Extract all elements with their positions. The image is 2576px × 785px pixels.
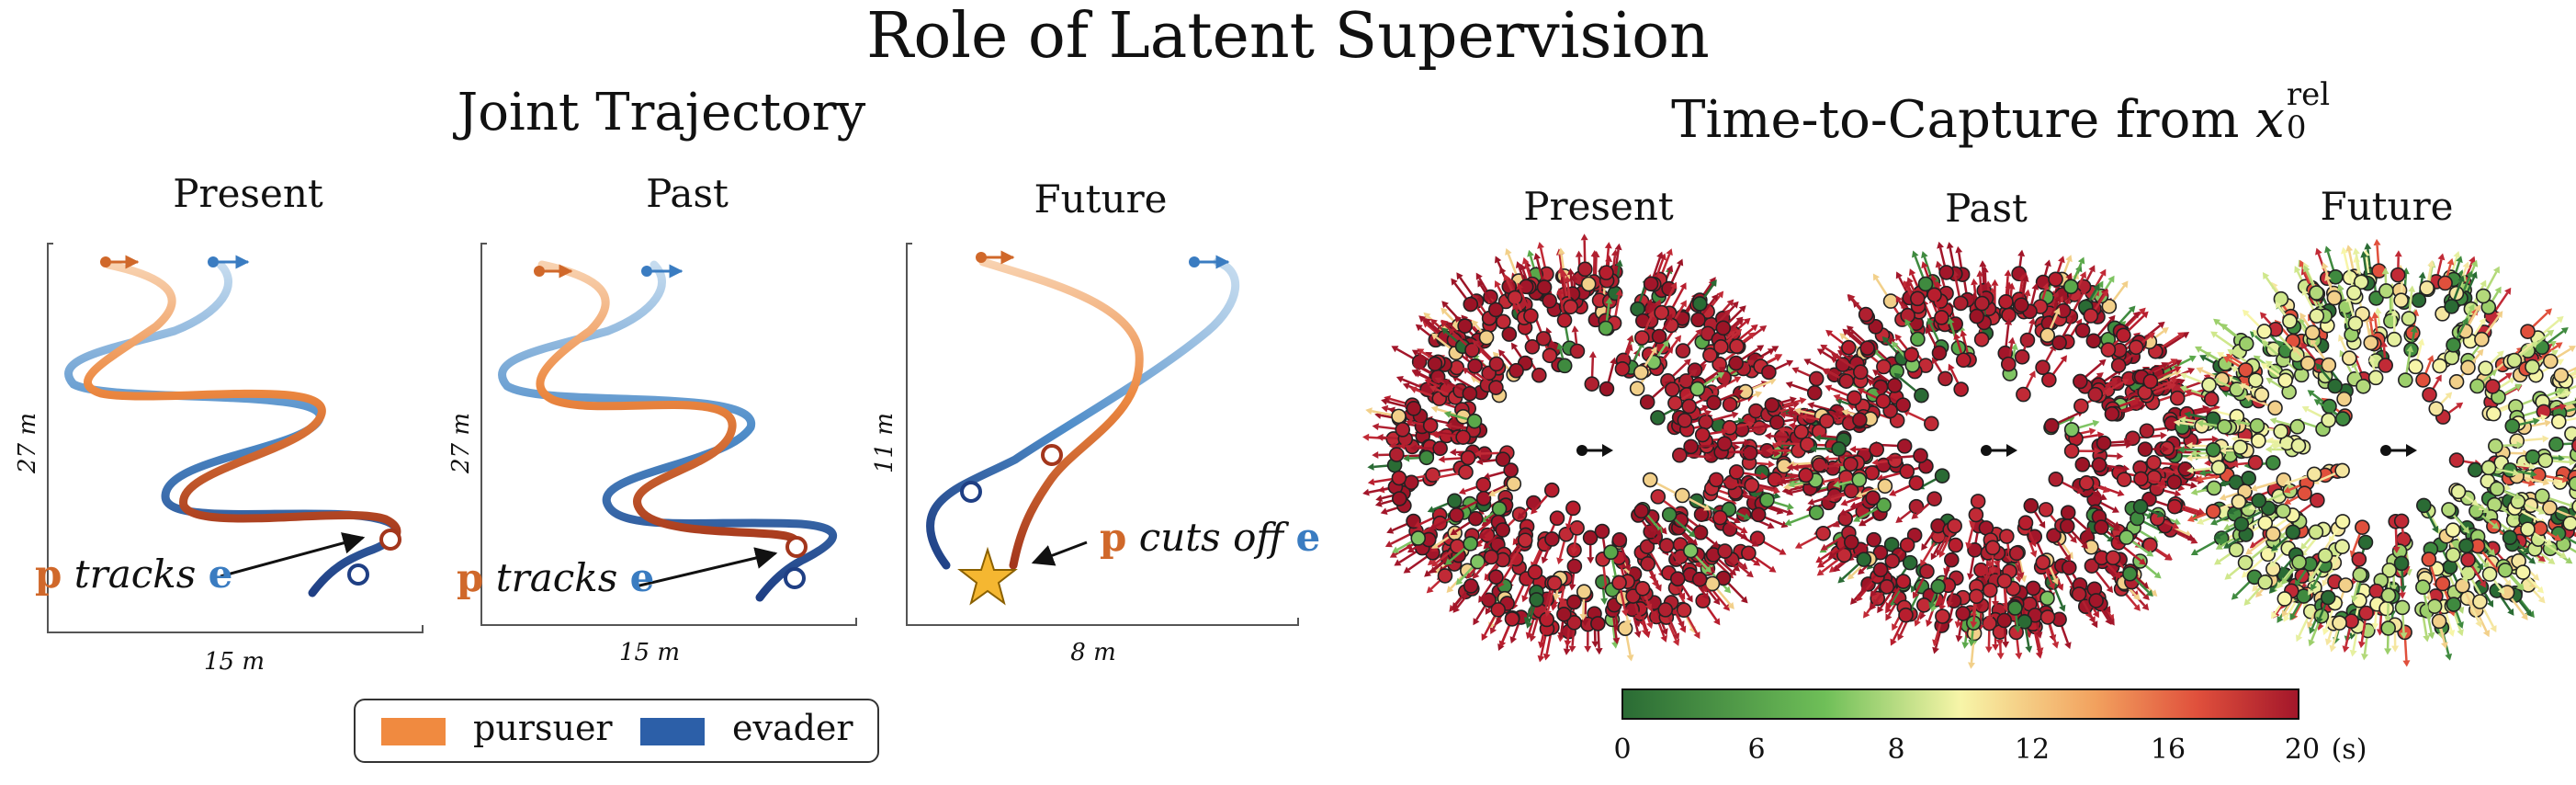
ttc-plot-present: [1361, 233, 1822, 663]
ttc-title-present: Present: [1523, 184, 1674, 229]
legend: pursuer evader: [354, 699, 879, 763]
annotation-past: p tracks e: [457, 555, 655, 600]
pursuer-legend-label: pursuer: [473, 708, 613, 748]
colorbar-tick-12: 12: [2014, 734, 2051, 766]
evader-path: [64, 260, 401, 597]
trajectory-panels: [47, 243, 1299, 633]
pursuer-swatch: [381, 718, 446, 745]
colorbar-tick-0: 0: [1613, 734, 1632, 766]
capture-star-icon: [957, 546, 1018, 606]
evader-swatch: [640, 718, 705, 745]
main-title: Role of Latent Supervision: [866, 0, 1710, 73]
pursuer-marker: [1041, 444, 1063, 466]
pursuer-path: [536, 260, 803, 554]
evader-legend-label: evader: [732, 708, 853, 748]
joint-trajectory-title: Joint Trajectory: [457, 83, 866, 142]
height-label-present: 27 m: [14, 413, 41, 474]
evader-end-marker: [347, 563, 369, 586]
trajectory-panel-past: [480, 243, 857, 626]
evader-marker: [960, 481, 982, 503]
panel-title-past: Past: [646, 171, 729, 216]
colorbar-tick-20: 20: [2284, 734, 2321, 766]
width-label-past: 15 m: [618, 639, 680, 666]
annotation-future: p cuts off e: [1100, 515, 1321, 560]
time-to-capture-text: Time-to-Capture from: [1671, 90, 2240, 150]
evader-path: [926, 257, 1240, 570]
width-label-present: 15 m: [203, 648, 265, 676]
annotation-present: p tracks e: [35, 552, 233, 597]
colorbar-tick-16: 16: [2150, 734, 2186, 766]
ttc-plot-future: [2173, 238, 2576, 667]
pursuer-path: [978, 257, 1144, 570]
evader-path: [498, 260, 838, 602]
panel-title-present: Present: [173, 171, 323, 216]
ttc-plot-past: [1764, 241, 2222, 669]
colorbar-tick-8: 8: [1887, 734, 1905, 766]
panel-title-future: Future: [1034, 176, 1168, 222]
pursuer-end-marker: [379, 529, 401, 551]
colorbar-unit: (s): [2331, 734, 2367, 766]
axes-frame: [47, 243, 424, 633]
colorbar-tick-6: 6: [1747, 734, 1766, 766]
height-label-past: 27 m: [447, 413, 475, 474]
time-to-capture-panels: [1361, 233, 2576, 669]
evader-end-marker: [784, 567, 806, 589]
trajectory-panel-present: [47, 243, 424, 633]
height-label-future: 11 m: [871, 413, 898, 474]
axes-frame: [906, 243, 1299, 626]
trajectory-panel-future: [906, 243, 1299, 626]
pursuer-path: [84, 260, 401, 547]
colorbar: [1621, 688, 2299, 720]
axes-frame: [480, 243, 857, 626]
ttc-title-future: Future: [2320, 184, 2454, 229]
ttc-title-past: Past: [1945, 186, 2028, 231]
pursuer-end-marker: [785, 536, 808, 558]
width-label-future: 8 m: [1070, 639, 1116, 666]
